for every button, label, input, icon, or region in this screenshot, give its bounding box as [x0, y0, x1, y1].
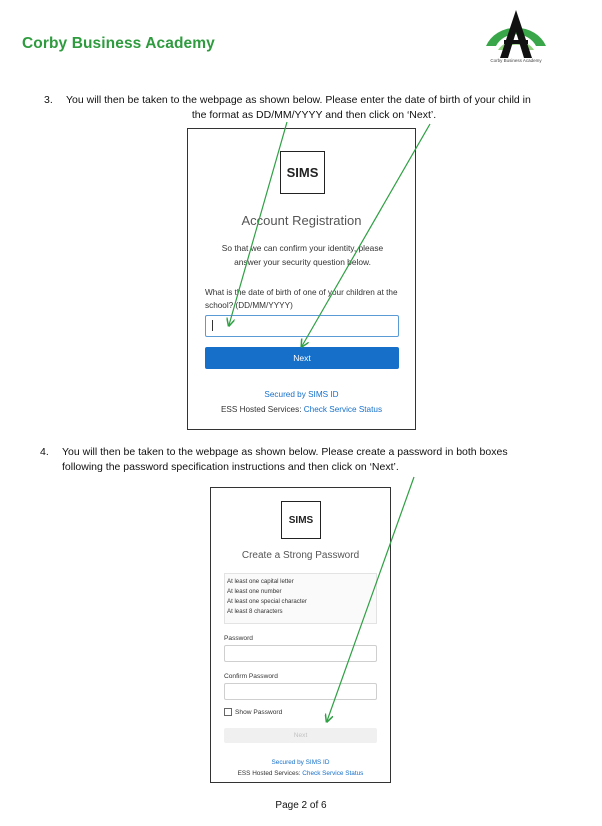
check-service-status-link[interactable]: Check Service Status [303, 405, 383, 414]
check-service-status-link[interactable]: Check Service Status [302, 770, 364, 777]
ess-hosted-services: ESS Hosted Services: Check Service Statu… [188, 405, 415, 414]
requirement-item: At least one special character [227, 598, 307, 605]
step-number: 4. [40, 446, 49, 458]
password-input[interactable] [224, 645, 377, 662]
page-number: Page 2 of 6 [275, 800, 327, 811]
confirm-password-label: Confirm Password [224, 673, 278, 680]
password-requirements: At least one capital letter At least one… [224, 573, 377, 624]
show-password-checkbox[interactable] [224, 708, 232, 716]
step-text-line-1: You will then be taken to the webpage as… [62, 446, 508, 458]
school-name: Corby Business Academy [22, 35, 215, 52]
registration-title: Account Registration [241, 213, 362, 228]
requirement-item: At least one capital letter [227, 578, 294, 585]
step-text-line-2: following the password specification ins… [62, 461, 399, 473]
next-button-disabled[interactable]: Next [224, 728, 377, 743]
date-of-birth-input[interactable] [205, 315, 399, 337]
sims-logo: SIMS [281, 501, 321, 539]
secured-by-sims-id-link[interactable]: Secured by SIMS ID [271, 759, 330, 766]
password-label: Password [224, 635, 253, 642]
password-title: Create a Strong Password [241, 550, 360, 561]
next-button[interactable]: Next [205, 347, 399, 369]
logo-caption: Corby Business Academy [490, 58, 542, 63]
create-password-screenshot: SIMS Create a Strong Password At least o… [210, 487, 391, 783]
security-question: What is the date of birth of one of your… [205, 288, 398, 310]
show-password-label: Show Password [235, 708, 283, 716]
step-text-line-1: You will then be taken to the webpage as… [66, 94, 531, 106]
confirm-password-input[interactable] [224, 683, 377, 700]
ess-hosted-services: ESS Hosted Services: Check Service Statu… [211, 770, 390, 777]
account-registration-screenshot: SIMS Account Registration So that we can… [187, 128, 416, 430]
requirement-item: At least one number [227, 588, 282, 595]
step-text-line-2: the format as DD/MM/YYYY and then click … [191, 109, 437, 121]
show-password-toggle[interactable]: Show Password [224, 708, 282, 716]
sims-logo: SIMS [280, 151, 325, 194]
requirement-item: At least 8 characters [227, 608, 283, 615]
step-number: 3. [44, 94, 53, 106]
ess-prefix: ESS Hosted Services: [220, 405, 304, 414]
text-caret [212, 320, 213, 331]
secured-by-sims-id-link[interactable]: Secured by SIMS ID [264, 390, 339, 399]
registration-description: So that we can confirm your identity, pl… [221, 243, 384, 267]
ess-prefix: ESS Hosted Services: [237, 770, 303, 777]
academy-logo-icon [486, 10, 546, 58]
